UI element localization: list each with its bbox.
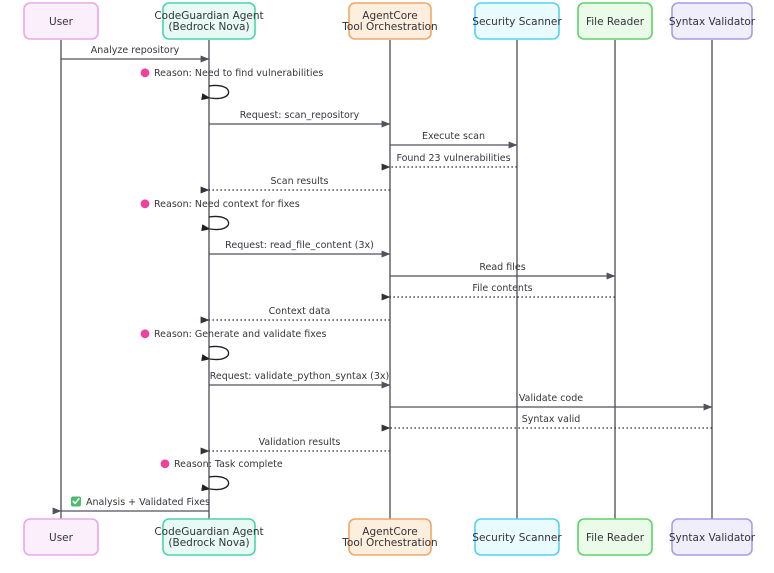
message-m7: Read files (390, 262, 616, 280)
actor-label-agentcore-line2: Tool Orchestration (341, 537, 437, 549)
self-loops-layer (201, 84, 230, 492)
message-m13: Validation results (200, 437, 390, 455)
actor-box-shape (577, 518, 653, 556)
pink-dot-icon (140, 68, 150, 78)
self-loop-s4 (201, 475, 230, 492)
self-loop-s2 (201, 215, 230, 232)
actor-label-reader: File Reader (586, 532, 645, 544)
actor-label-validator: Syntax Validator (669, 532, 756, 544)
message-label: Analysis + Validated Fixes (86, 497, 210, 508)
actor-label-agentcore-line1: AgentCore (362, 526, 417, 538)
message-label: Context data (269, 306, 331, 317)
actor-box-reader-bottom[interactable]: File Reader (577, 518, 653, 556)
note-n3: Reason: Generate and validate fixes (140, 329, 326, 340)
message-label: Request: validate_python_syntax (3x) (210, 371, 390, 382)
actor-label-agent-line1: CodeGuardian Agent (154, 10, 263, 22)
actor-box-shape (474, 2, 560, 40)
actor-box-shape (671, 2, 753, 40)
message-label: Analyze repository (91, 45, 180, 56)
message-label: Scan results (271, 176, 329, 187)
actor-box-shape (23, 2, 99, 40)
message-label: Validation results (259, 437, 341, 448)
actor-label-agent-line2: (Bedrock Nova) (168, 537, 249, 549)
actor-label-user: User (49, 532, 74, 544)
actor-box-shape (671, 518, 753, 556)
self-loop-path (201, 215, 230, 232)
pink-dot-icon (140, 329, 150, 339)
message-label: Request: scan_repository (240, 110, 360, 121)
actor-box-scanner-bottom[interactable]: Security Scanner (472, 518, 562, 556)
pink-dot-icon (140, 199, 150, 209)
message-m10: Request: validate_python_syntax (3x) (209, 371, 391, 389)
lifelines-layer (60, 40, 713, 521)
notes-layer: Reason: Need to find vulnerabilitiesReas… (140, 68, 326, 470)
actor-label-scanner: Security Scanner (472, 16, 562, 28)
note-label: Reason: Need context for fixes (154, 199, 300, 210)
self-loop-path (201, 345, 230, 362)
actor-box-shape (348, 2, 432, 40)
actor-label-agentcore-line1: AgentCore (362, 10, 417, 22)
message-label: Execute scan (422, 131, 485, 142)
actor-box-shape (474, 518, 560, 556)
check-glyph (72, 498, 80, 505)
message-m4: Found 23 vulnerabilities (381, 153, 517, 171)
actor-label-user: User (49, 16, 74, 28)
actor-box-agent-top[interactable]: CodeGuardian Agent(Bedrock Nova) (154, 2, 264, 40)
note-label: Reason: Task complete (174, 459, 283, 470)
actor-box-scanner-top[interactable]: Security Scanner (472, 2, 562, 40)
actor-box-shape (23, 518, 99, 556)
message-m14: Analysis + Validated Fixes (52, 496, 210, 515)
message-label: File contents (472, 283, 532, 294)
message-label: Read files (479, 262, 525, 273)
note-n4: Reason: Task complete (160, 459, 283, 470)
actor-label-agentcore-line2: Tool Orchestration (341, 21, 437, 33)
message-m3: Execute scan (390, 131, 518, 149)
actor-label-scanner: Security Scanner (472, 532, 562, 544)
note-label: Reason: Generate and validate fixes (154, 329, 326, 340)
note-label: Reason: Need to find vulnerabilities (154, 68, 323, 79)
note-n1: Reason: Need to find vulnerabilities (140, 68, 323, 79)
actor-label-reader: File Reader (586, 16, 645, 28)
actor-box-validator-top[interactable]: Syntax Validator (669, 2, 756, 40)
message-m8: File contents (381, 283, 615, 301)
message-m5: Scan results (200, 176, 390, 194)
message-m11: Validate code (390, 393, 713, 411)
pink-dot-icon (160, 459, 170, 469)
actor-box-shape (577, 2, 653, 40)
message-m1: Analyze repository (61, 45, 210, 63)
message-m6: Request: read_file_content (3x) (209, 240, 391, 258)
actor-box-validator-bottom[interactable]: Syntax Validator (669, 518, 756, 556)
actor-box-shape (162, 2, 256, 40)
actor-box-user-bottom[interactable]: User (23, 518, 99, 556)
note-n2: Reason: Need context for fixes (140, 199, 300, 210)
actor-box-shape (348, 518, 432, 556)
message-label: Validate code (519, 393, 583, 404)
self-loop-s3 (201, 345, 230, 362)
message-m9: Context data (200, 306, 390, 324)
actor-box-agent-bottom[interactable]: CodeGuardian Agent(Bedrock Nova) (154, 518, 264, 556)
message-label: Syntax valid (522, 414, 581, 425)
message-label: Request: read_file_content (3x) (225, 240, 374, 251)
self-loop-path (201, 475, 230, 492)
message-m12: Syntax valid (381, 414, 712, 432)
actor-box-reader-top[interactable]: File Reader (577, 2, 653, 40)
actor-footer-boxes: User CodeGuardian Agent(Bedrock Nova) Agen… (23, 518, 756, 556)
self-loop-path (201, 84, 230, 101)
actor-header-boxes: User CodeGuardian Agent(Bedrock Nova) Agen… (23, 2, 756, 40)
actor-box-user-top[interactable]: User (23, 2, 99, 40)
actor-label-agent-line2: (Bedrock Nova) (168, 21, 249, 33)
actor-label-validator: Syntax Validator (669, 16, 756, 28)
white-check-mark-icon (71, 496, 81, 507)
message-label: Found 23 vulnerabilities (396, 153, 510, 164)
actor-box-shape (162, 518, 256, 556)
self-loop-s1 (201, 84, 230, 101)
message-m2: Request: scan_repository (209, 110, 391, 128)
actor-label-agent-line1: CodeGuardian Agent (154, 526, 263, 538)
